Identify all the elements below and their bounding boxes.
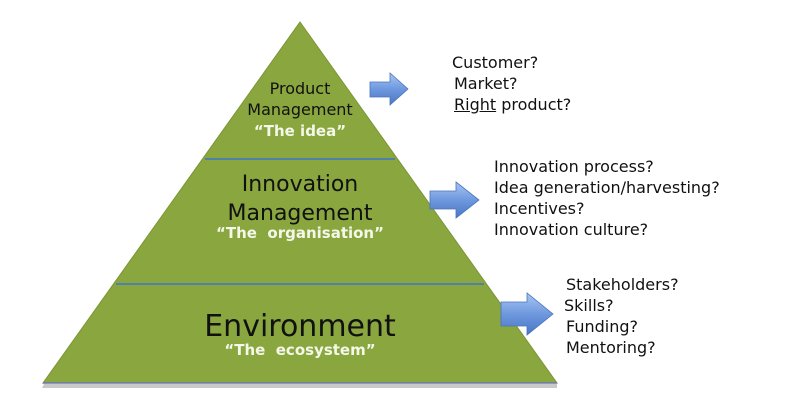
- question-item: Idea generation/harvesting?: [494, 178, 720, 197]
- questions-innovation: Innovation process? Idea generation/harv…: [494, 156, 720, 240]
- right-arrow-icon: [429, 181, 480, 219]
- questions-product: Customer? Market? Right product?: [452, 52, 571, 115]
- question-rest: product?: [496, 95, 572, 114]
- right-arrow-icon: [369, 72, 409, 106]
- pyramid-shadow: [42, 384, 557, 388]
- question-item: Innovation culture?: [494, 220, 649, 239]
- question-underlined-word: Right: [454, 95, 497, 114]
- question-item: Stakeholders?: [566, 275, 679, 294]
- question-item: Funding?: [566, 317, 638, 336]
- level-title-line2: Management: [227, 200, 373, 226]
- question-item: Market?: [454, 74, 518, 93]
- right-arrow-icon: [500, 292, 554, 336]
- question-item: Right product?: [452, 94, 571, 115]
- question-item: Innovation process?: [494, 157, 654, 176]
- level-innovation-management: Innovation Management “The organisation”: [175, 172, 425, 243]
- level-subtitle: “The ecosystem”: [224, 340, 376, 359]
- question-item: Mentoring?: [566, 338, 656, 357]
- question-item: Skills?: [564, 296, 614, 315]
- level-product-management: Product Management “The idea”: [220, 80, 380, 140]
- level-subtitle: “The idea”: [253, 121, 347, 140]
- questions-environment: Stakeholders? Skills? Funding? Mentoring…: [564, 274, 679, 358]
- level-title: Environment: [204, 309, 396, 344]
- level-environment: Environment “The ecosystem”: [150, 310, 450, 358]
- question-item: Customer?: [452, 53, 539, 72]
- level-title-line2: Management: [247, 99, 353, 119]
- question-item: Incentives?: [494, 199, 585, 218]
- level-title-line1: Product: [269, 79, 331, 98]
- level-title-line1: Innovation: [241, 172, 359, 197]
- level-subtitle: “The organisation”: [216, 224, 384, 243]
